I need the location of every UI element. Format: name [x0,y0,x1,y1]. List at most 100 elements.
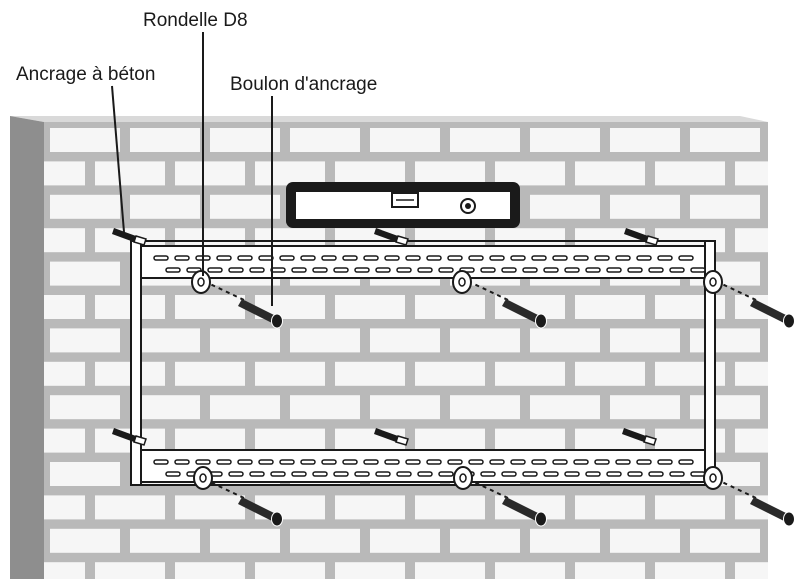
rail-slot [396,471,412,477]
rail-slot [543,267,559,273]
rail-slot [510,459,526,465]
rail-slot [363,255,379,261]
brick [495,161,565,186]
brick [690,528,760,553]
rail-slot [669,471,685,477]
washer-icon [193,466,213,490]
rail-slot [291,267,307,273]
brick [415,161,485,186]
brick [735,161,768,186]
brick [690,194,760,219]
brick [610,528,680,553]
brick [610,194,680,219]
rail-slot [426,459,442,465]
rail-slot [342,459,358,465]
rail-slot [615,459,631,465]
rail-slot [405,255,421,261]
rail-slot [165,471,181,477]
brick [50,128,120,152]
wall-side-face [10,116,44,579]
brick [735,562,768,579]
brick [655,161,725,186]
rail-slot [333,267,349,273]
rail-slot [438,267,454,273]
brick [44,295,85,319]
rail-slot [636,255,652,261]
rail-slot [657,255,673,261]
rail-slot [270,267,286,273]
brick [210,194,280,219]
bracket-top-rail [138,245,708,279]
brick [44,495,85,520]
brick [44,361,85,386]
rail-slot [480,267,496,273]
rail-slot [447,255,463,261]
rail-slot [165,267,181,273]
rail-slot [480,471,496,477]
rail-slot [270,471,286,477]
brick [44,562,85,579]
brick [175,562,245,579]
brick [50,395,120,420]
label-washer: Rondelle D8 [143,10,248,31]
brick [95,161,165,186]
rail-slot [678,255,694,261]
rail-slot [384,459,400,465]
rail-slot [342,255,358,261]
rail-slot [384,255,400,261]
rail-slot [312,471,328,477]
brick [415,295,485,319]
brick [175,361,245,386]
rail-slot [195,459,211,465]
rail-slot [510,255,526,261]
brick [530,194,600,219]
rail-slot [321,459,337,465]
rail-slot [648,471,664,477]
rail-slot [489,459,505,465]
rail-slot [489,255,505,261]
rail-slot [648,267,664,273]
brick [255,428,325,453]
rail-slot [627,267,643,273]
brick [44,228,85,253]
brick [575,161,645,186]
rail-slot [228,471,244,477]
brick [370,328,440,353]
rail-slot [354,267,370,273]
rail-slot [237,459,253,465]
brick [655,562,725,579]
brick [690,395,760,420]
rail-slot [522,471,538,477]
brick [50,328,120,353]
brick [530,328,600,353]
rail-slot [396,267,412,273]
rail-slot [174,255,190,261]
rail-slot [174,459,190,465]
brick [735,228,768,253]
brick [290,395,360,420]
brick [610,128,680,152]
brick [495,428,565,453]
brick [290,528,360,553]
brick [335,495,405,520]
brick [175,295,245,319]
brick [495,562,565,579]
brick [50,194,120,219]
washer-icon [703,466,723,490]
bracket-left-post [130,240,142,486]
brick [450,395,520,420]
brick [95,562,165,579]
rail-slot [417,267,433,273]
brick [130,128,200,152]
brick [415,495,485,520]
brick [770,262,795,286]
rail-slot [153,459,169,465]
rail-slot [321,255,337,261]
brick [50,462,120,486]
brick [290,128,360,152]
rail-slot [405,459,421,465]
brick [130,194,200,219]
rail-slot [636,459,652,465]
brick [610,395,680,420]
brick [50,261,120,286]
